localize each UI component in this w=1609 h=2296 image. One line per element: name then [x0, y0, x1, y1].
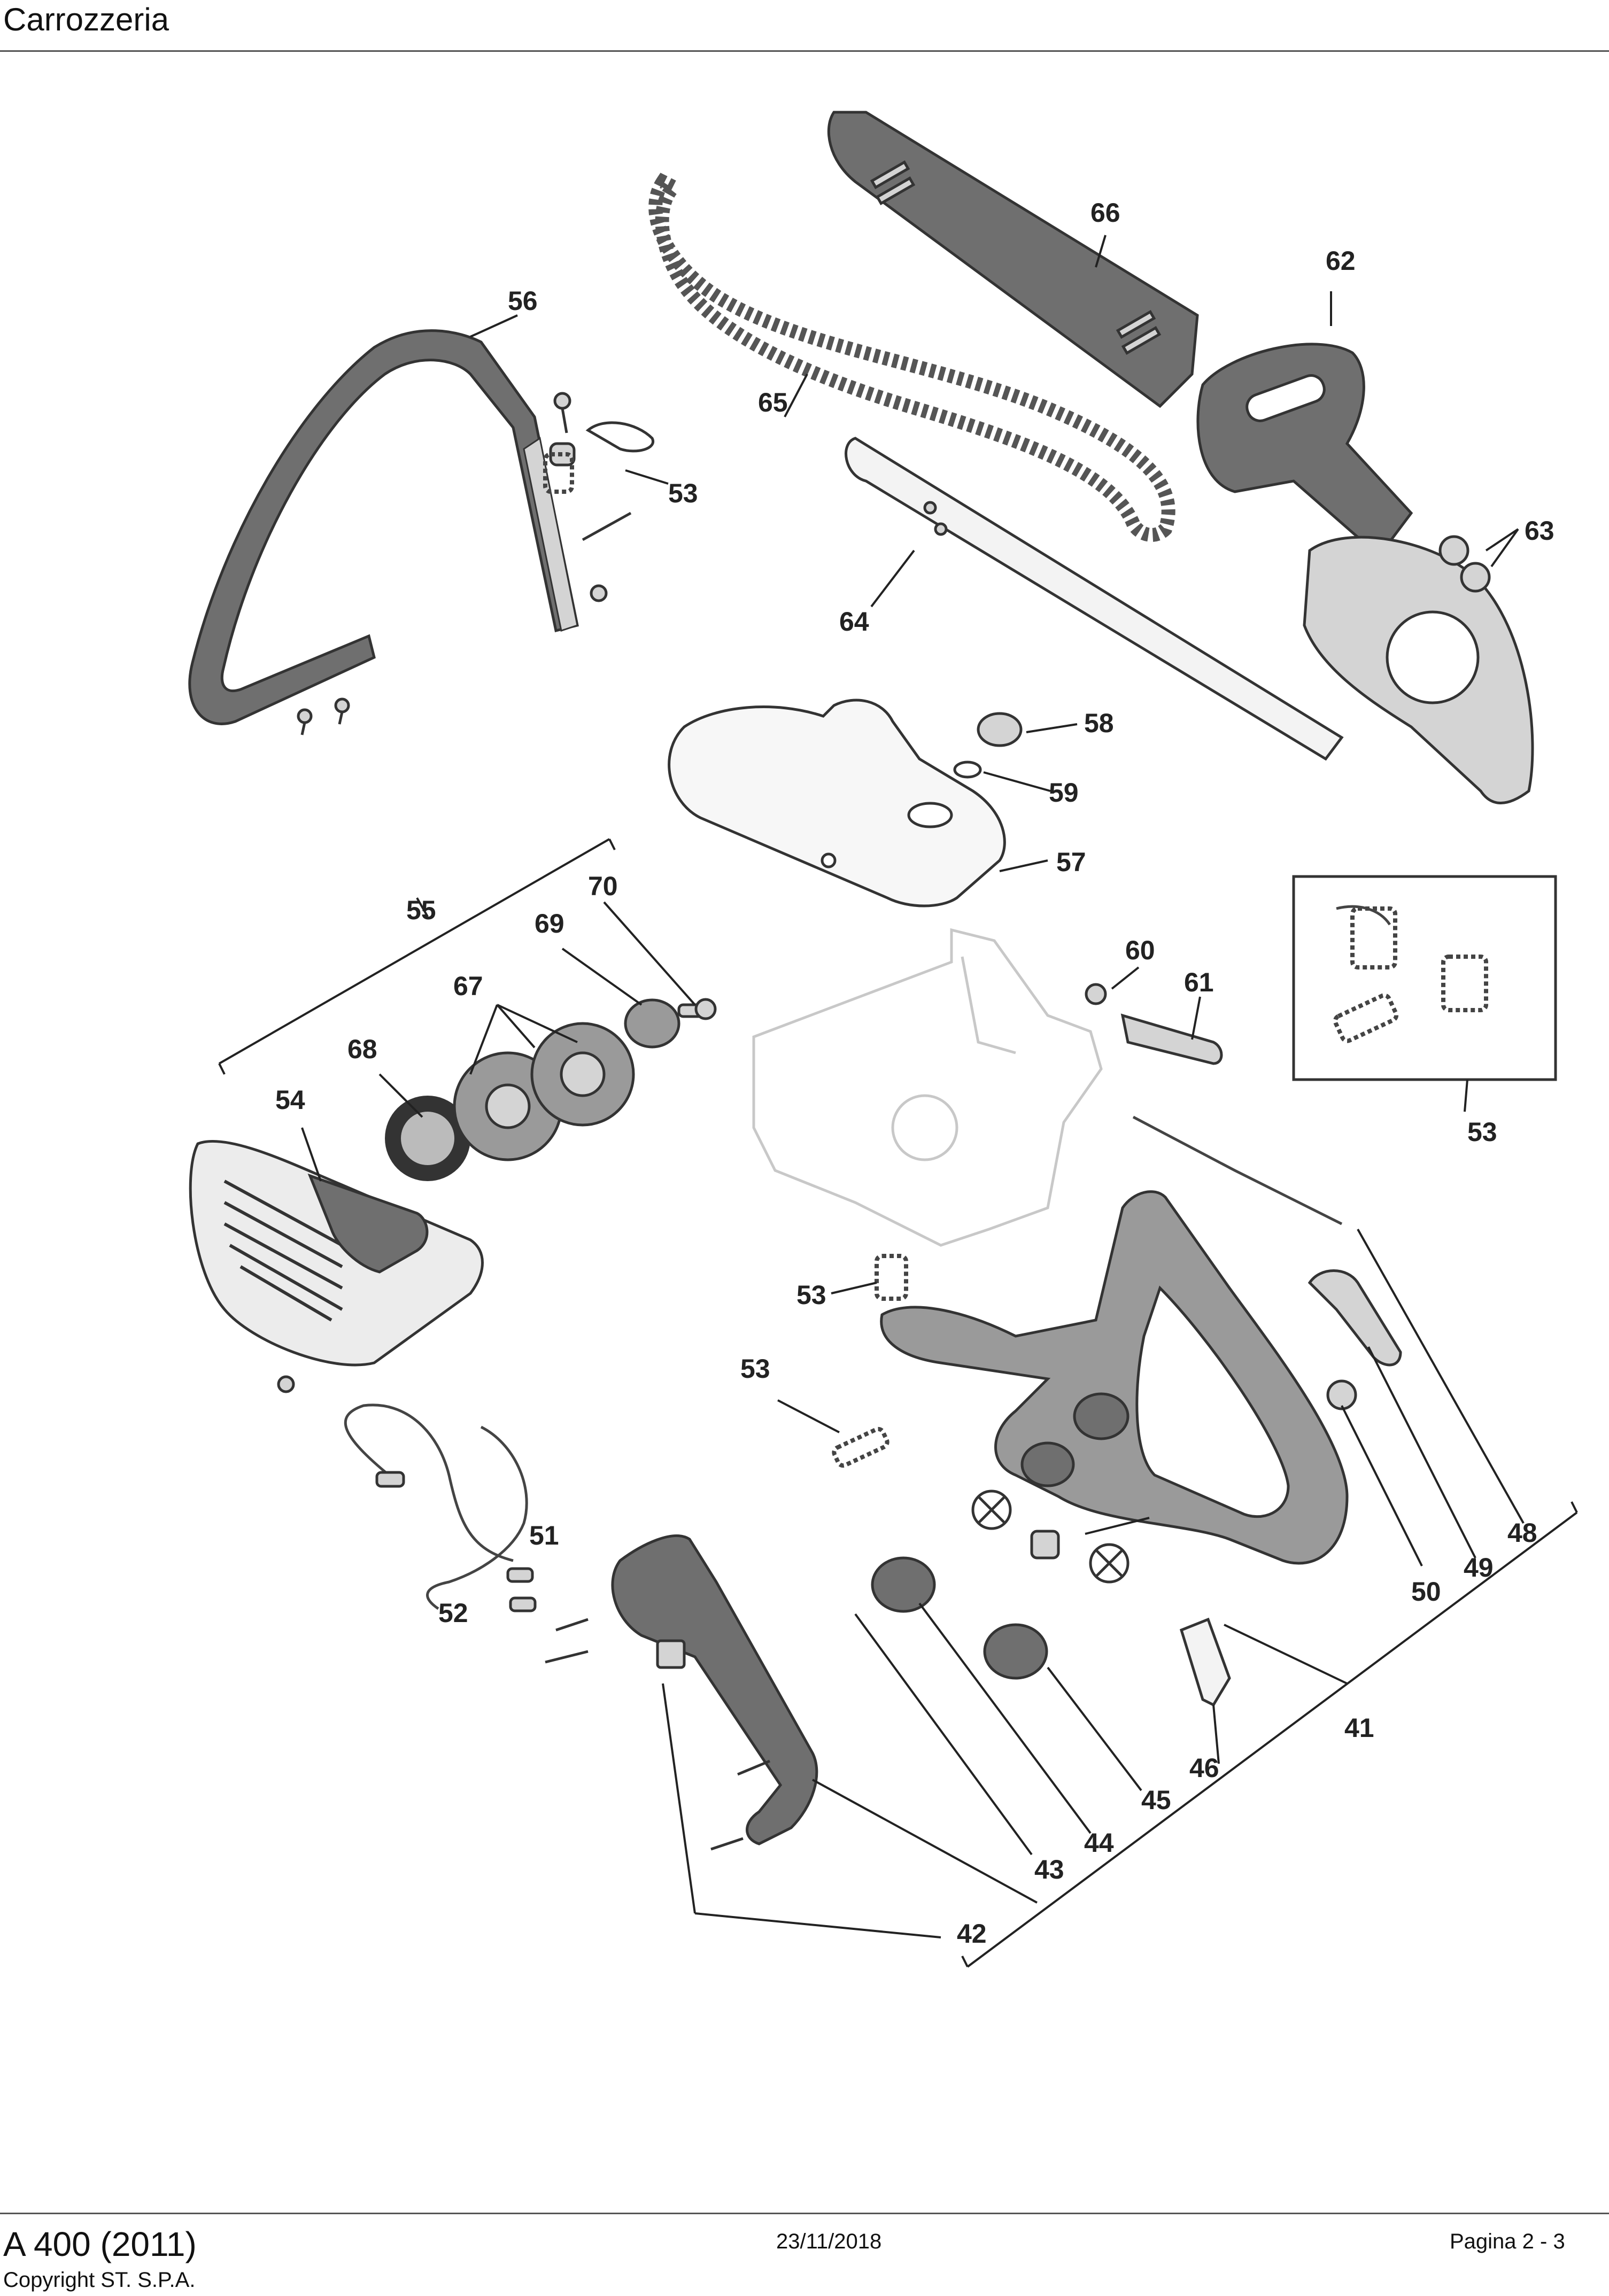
switch-lever-61 — [1085, 983, 1223, 1065]
hand-guard-42 — [611, 1534, 818, 1845]
callout-53-inset: 53 — [1467, 1117, 1497, 1147]
callout-53: 53 — [668, 478, 698, 508]
callout-45: 45 — [1141, 1785, 1171, 1815]
callout-61: 61 — [1184, 967, 1214, 997]
model-name: A 400 (2011) — [3, 2225, 197, 2263]
starter-housing-54 — [189, 1140, 484, 1367]
screw-small — [277, 1375, 295, 1393]
leader-lines — [218, 235, 1578, 1968]
callout-56: 56 — [508, 286, 538, 316]
callout-49: 49 — [1464, 1553, 1494, 1583]
callout-67: 67 — [453, 971, 483, 1001]
front-handle-56 — [188, 329, 579, 725]
callout-53-lower: 53 — [740, 1354, 770, 1384]
nuts-63 — [1438, 535, 1491, 593]
callout-58: 58 — [1084, 708, 1114, 738]
screw-70 — [677, 998, 717, 1020]
primer-50 — [1326, 1379, 1357, 1410]
callout-63: 63 — [1525, 516, 1554, 546]
throttle-lever-49 — [1308, 1269, 1402, 1367]
callout-57: 57 — [1056, 847, 1086, 877]
sprocket-cover-62 — [1196, 343, 1534, 804]
callout-44: 44 — [1084, 1828, 1114, 1858]
callout-41: 41 — [1344, 1713, 1374, 1743]
top-cover-57 — [668, 699, 1006, 907]
saw-chain-65 — [648, 173, 1175, 542]
callout-70: 70 — [588, 871, 618, 901]
print-date: 23/11/2018 — [776, 2230, 882, 2253]
copyright: Copyright ST. S.P.A. — [3, 2268, 196, 2292]
starter-spring-68 — [385, 1096, 470, 1181]
footer-divider — [0, 2213, 1609, 2214]
washer-69 — [624, 998, 680, 1049]
callout-46: 46 — [1189, 1753, 1219, 1783]
cover-46 — [1179, 1617, 1231, 1707]
starter-pulleys-67 — [453, 1022, 635, 1161]
callout-42: 42 — [957, 1919, 987, 1949]
callout-59: 59 — [1049, 778, 1079, 808]
callout-66: 66 — [1090, 198, 1120, 228]
callout-55: 55 — [406, 895, 436, 925]
rear-handle-housing — [880, 1190, 1349, 1565]
handle-screws — [297, 392, 655, 735]
guide-bar-64 — [845, 437, 1344, 761]
bar-cover-66 — [827, 111, 1199, 408]
callout-48: 48 — [1507, 1518, 1537, 1548]
callout-52: 52 — [438, 1598, 468, 1628]
ignition-wires-51-52 — [344, 1403, 537, 1612]
header-divider — [0, 50, 1609, 52]
spring-inset-53 — [1292, 875, 1557, 1081]
crankcase-outline — [752, 928, 1103, 1247]
callout-51: 51 — [529, 1521, 559, 1550]
callout-60: 60 — [1125, 935, 1155, 965]
callout-53-spring: 53 — [796, 1280, 826, 1310]
callout-68: 68 — [347, 1034, 377, 1064]
spring-53-mid — [543, 452, 908, 1468]
callout-50: 50 — [1411, 1577, 1441, 1607]
callout-65: 65 — [758, 387, 788, 417]
callout-43: 43 — [1034, 1855, 1064, 1884]
knob-58 — [953, 712, 1023, 779]
guard-screws — [545, 1618, 770, 1851]
callout-62: 62 — [1326, 246, 1356, 276]
callout-64: 64 — [839, 607, 869, 637]
callout-labels: 56 53 65 64 66 62 63 58 59 57 55 70 69 6… — [275, 198, 1554, 1949]
callout-69: 69 — [535, 909, 564, 938]
throttle-cable-48 — [1132, 1115, 1343, 1225]
av-buffers — [871, 1490, 1130, 1680]
page-title: Carrozzeria — [3, 2, 169, 37]
callout-54: 54 — [275, 1085, 305, 1115]
page-number: Pagina 2 - 3 — [1450, 2230, 1565, 2253]
